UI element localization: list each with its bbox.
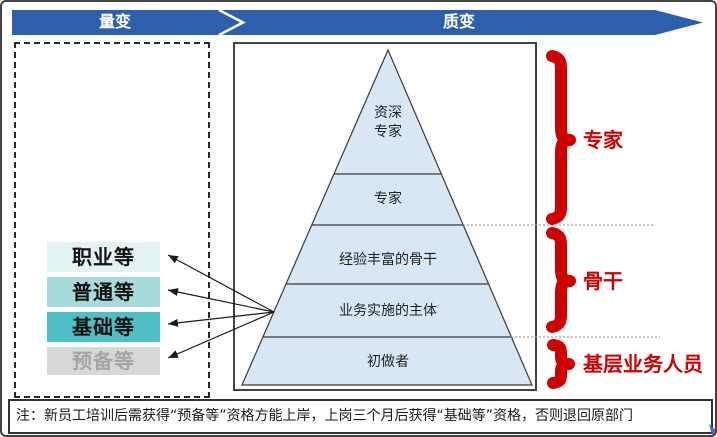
brace-label-grassroots: 基层业务人员: [583, 352, 703, 376]
brace-expert: [546, 50, 576, 225]
quantitative-change-dashed-box: [14, 42, 210, 398]
chip-yubei: 预备等: [47, 347, 160, 375]
brace-grassroots: [547, 339, 575, 389]
pyramid-level-expert: 专家: [374, 191, 402, 207]
banner-label-quantitative: 量变: [98, 12, 131, 31]
pyramid-level-business-main-body: 业务实施的主体: [339, 303, 437, 319]
chip-jichu: 基础等: [47, 312, 160, 342]
footnote-box: [8, 399, 713, 434]
footnote-text: 注：新员工培训后需获得“预备等”资格方能上岸，上岗三个月后获得“基础等”资格，否…: [16, 408, 634, 424]
banner-label-qualitative: 质变: [442, 12, 475, 31]
brace-label-backbone: 骨干: [583, 269, 623, 293]
chip-putong: 普通等: [47, 277, 160, 307]
pyramid-container-box: [233, 42, 537, 391]
pyramid-level-experienced-backbone: 经验丰富的骨干: [339, 252, 437, 268]
chip-zhiye: 职业等: [47, 242, 160, 272]
pyramid-level-senior-expert: 资深 专家: [374, 105, 402, 140]
brace-label-expert: 专家: [583, 128, 623, 152]
brace-backbone: [546, 227, 576, 333]
banner-chevron-divider-icon: [218, 8, 246, 37]
pyramid-level-beginner: 初做者: [367, 354, 409, 370]
